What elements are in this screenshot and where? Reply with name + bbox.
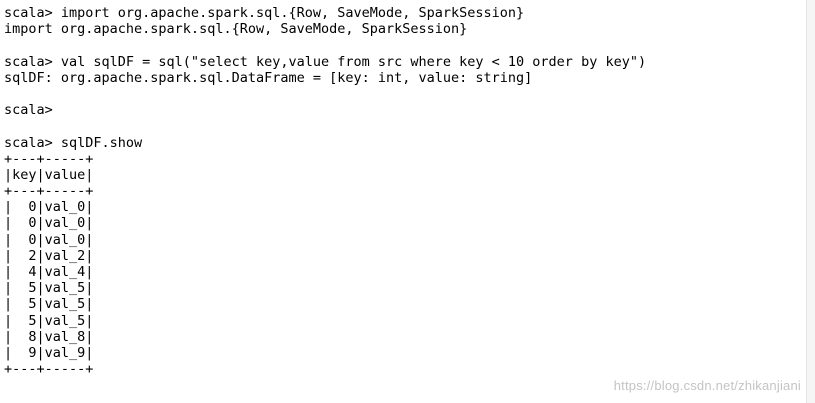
vertical-scrollbar[interactable] xyxy=(806,0,815,403)
watermark: https://blog.csdn.net/zhikanjiani xyxy=(613,378,801,393)
terminal-line xyxy=(4,118,804,134)
terminal-line: scala> import org.apache.spark.sql.{Row,… xyxy=(4,5,525,21)
terminal-line: scala> xyxy=(4,102,53,119)
terminal-line: sqlDF: org.apache.spark.sql.DataFrame = … xyxy=(4,69,533,86)
table-header-row: |key|value| xyxy=(4,166,94,183)
table-border: +---+-----+ xyxy=(4,361,94,378)
terminal-line: scala> val sqlDF = sql("select key,value… xyxy=(4,53,647,70)
table-border: +---+-----+ xyxy=(4,183,94,200)
terminal-line xyxy=(4,86,804,102)
table-row: | 0|val_0| xyxy=(4,231,94,248)
terminal-line: import org.apache.spark.sql.{Row, SaveMo… xyxy=(4,21,468,38)
table-row: | 0|val_0| xyxy=(4,215,94,232)
table-row: | 2|val_2| xyxy=(4,247,94,264)
table-row: | 0|val_0| xyxy=(4,199,94,216)
terminal-line: scala> sqlDF.show xyxy=(4,134,143,151)
terminal-line xyxy=(4,37,804,53)
table-row: | 8|val_8| xyxy=(4,328,94,345)
table-row: | 5|val_5| xyxy=(4,312,94,329)
table-row: | 5|val_5| xyxy=(4,280,94,297)
table-row: | 9|val_9| xyxy=(4,344,94,361)
table-row: | 5|val_5| xyxy=(4,296,94,313)
terminal-output: scala> import org.apache.spark.sql.{Row,… xyxy=(4,5,804,377)
table-row: | 4|val_4| xyxy=(4,264,94,280)
table-border: +---+-----+ xyxy=(4,150,94,167)
